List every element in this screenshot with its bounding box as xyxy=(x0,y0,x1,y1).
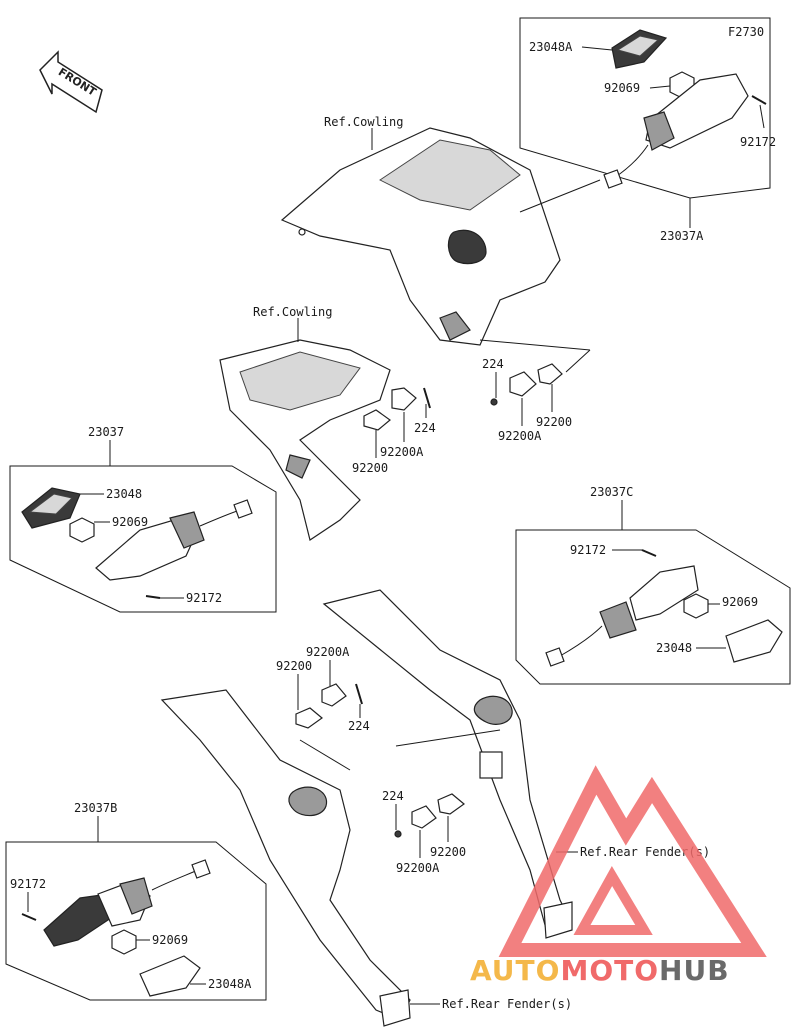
label-92069-top: 92069 xyxy=(604,81,640,95)
lens-23048-right xyxy=(725,619,783,663)
bulb-92069-right xyxy=(683,593,709,619)
label-92069-bottom: 92069 xyxy=(152,933,188,947)
cowling-lower xyxy=(219,339,391,541)
watermark-text-b: MOTO xyxy=(560,954,659,987)
figure-code: F2730 xyxy=(728,25,764,39)
fastener-set-a xyxy=(363,387,431,431)
turn-signal-body-right xyxy=(545,565,699,667)
label-92200-d: 92200 xyxy=(430,845,466,859)
screw-92172-left xyxy=(145,595,161,599)
rear-fender-bracket-left xyxy=(160,689,411,1027)
label-23048-left: 23048 xyxy=(106,487,142,501)
lens-23048a-bottom xyxy=(139,955,201,997)
rear-fender-bracket-right xyxy=(322,589,573,939)
label-92200a-c: 92200A xyxy=(306,645,350,659)
label-23037c: 23037C xyxy=(590,485,633,499)
label-92172-left: 92172 xyxy=(186,591,222,605)
label-23048a-bottom: 23048A xyxy=(208,977,252,991)
screw-92172-bottom xyxy=(21,913,37,921)
front-arrow-icon: FRONT xyxy=(39,50,103,114)
label-224-a: 224 xyxy=(414,421,436,435)
label-ref-cowling-2: Ref.Cowling xyxy=(253,305,332,319)
label-92200-b: 92200 xyxy=(536,415,572,429)
label-224-d: 224 xyxy=(382,789,404,803)
lens-23048a-top xyxy=(611,29,668,69)
label-224-b: 224 xyxy=(482,357,504,371)
lens-23048-left xyxy=(21,487,81,529)
label-224-c: 224 xyxy=(348,719,370,733)
fastener-set-b xyxy=(490,363,563,406)
label-92172-top: 92172 xyxy=(740,135,776,149)
turn-signal-body-left xyxy=(95,499,253,581)
screw-92172-top xyxy=(751,95,767,105)
label-ref-rear-fender-1: Ref.Rear Fender(s) xyxy=(580,845,710,859)
bulb-92069-left xyxy=(69,517,95,543)
assembly-box-23037c xyxy=(515,529,791,685)
watermark-logo xyxy=(498,765,767,957)
watermark-text-a: AUTO xyxy=(470,954,560,987)
label-23037b: 23037B xyxy=(74,801,117,815)
label-23048-right: 23048 xyxy=(656,641,692,655)
turn-signal-body-bottom xyxy=(43,859,211,947)
assembly-box-23037a xyxy=(519,17,771,199)
label-23048a-top: 23048A xyxy=(529,40,573,54)
watermark-text-c: HUB xyxy=(659,954,730,987)
label-92200-c: 92200 xyxy=(276,659,312,673)
label-92200a-d: 92200A xyxy=(396,861,440,875)
label-92172-bottom: 92172 xyxy=(10,877,46,891)
bulb-92069-bottom xyxy=(111,929,137,955)
fastener-set-d xyxy=(394,793,465,838)
label-92172-right: 92172 xyxy=(570,543,606,557)
label-92200a-a: 92200A xyxy=(380,445,424,459)
assembly-box-23037b xyxy=(5,841,267,1001)
label-92069-left: 92069 xyxy=(112,515,148,529)
watermark-text: AUTOMOTOHUB xyxy=(470,954,730,987)
label-23037: 23037 xyxy=(88,425,124,439)
watermark-triangle-icon xyxy=(498,765,767,957)
assembly-box-23037 xyxy=(9,465,277,613)
label-92069-right: 92069 xyxy=(722,595,758,609)
screw-92172-right xyxy=(641,549,657,557)
cowling-upper xyxy=(280,127,561,346)
label-ref-cowling-1: Ref.Cowling xyxy=(324,115,403,129)
label-92200a-b: 92200A xyxy=(498,429,542,443)
turn-signal-body-top xyxy=(603,73,749,189)
label-23037a: 23037A xyxy=(660,229,704,243)
label-ref-rear-fender-2: Ref.Rear Fender(s) xyxy=(442,997,572,1011)
fastener-set-c xyxy=(295,683,363,729)
label-92200-a: 92200 xyxy=(352,461,388,475)
